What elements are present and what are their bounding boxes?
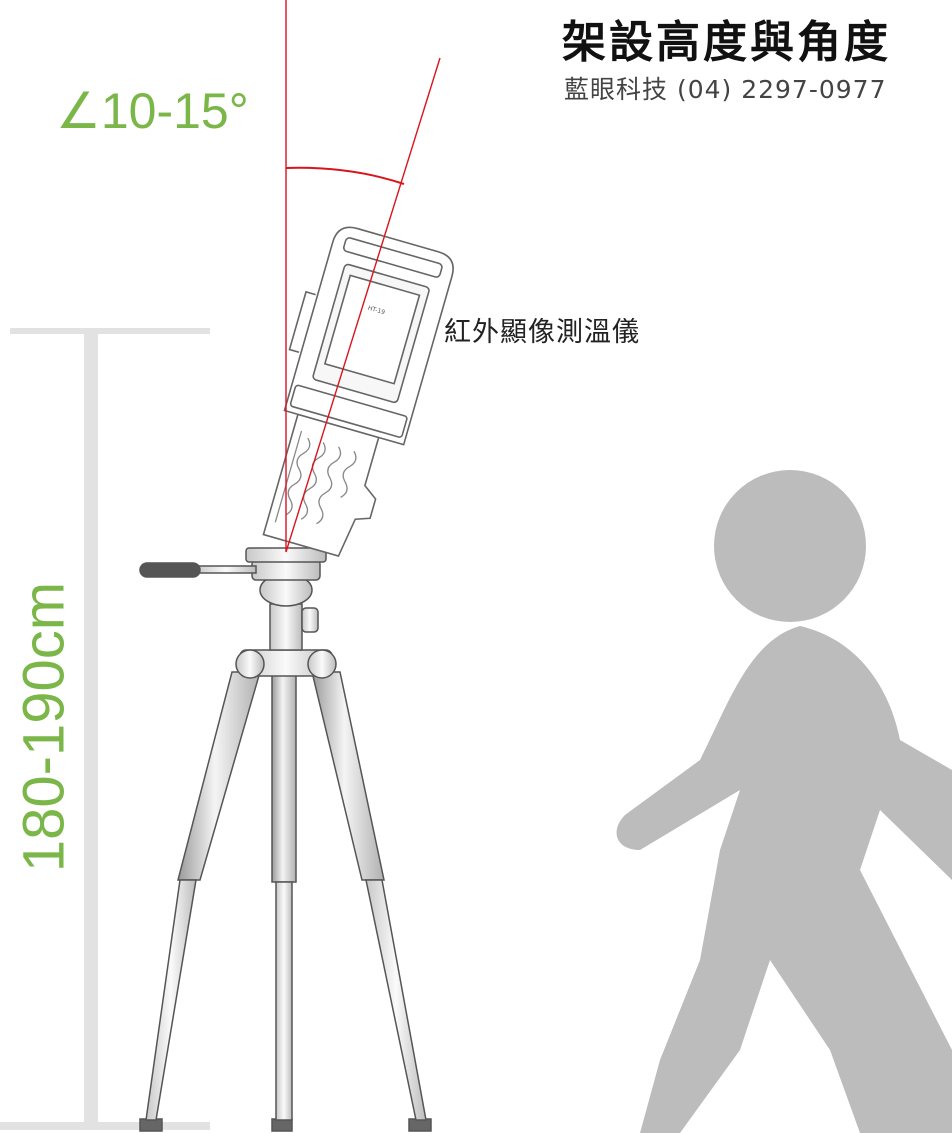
- angle-label: ∠10-15°: [56, 83, 249, 139]
- tripod: [139, 547, 432, 1132]
- tilt-line: [285, 57, 441, 553]
- svg-text:HT-19: HT-19: [367, 305, 386, 317]
- angle-lines: [285, 0, 441, 553]
- company-contact: 藍眼科技 (04) 2297-0977: [564, 75, 887, 104]
- page-title: 架設高度與角度: [562, 17, 891, 68]
- device-label: 紅外顯像測溫儀: [444, 317, 640, 348]
- height-measure-bar: [0, 328, 210, 1130]
- height-label: 180-190cm: [11, 581, 77, 873]
- thermal-camera-device: HT-19: [262, 226, 454, 557]
- angle-arc: [285, 166, 405, 185]
- pedestrian-icon: [616, 470, 952, 1133]
